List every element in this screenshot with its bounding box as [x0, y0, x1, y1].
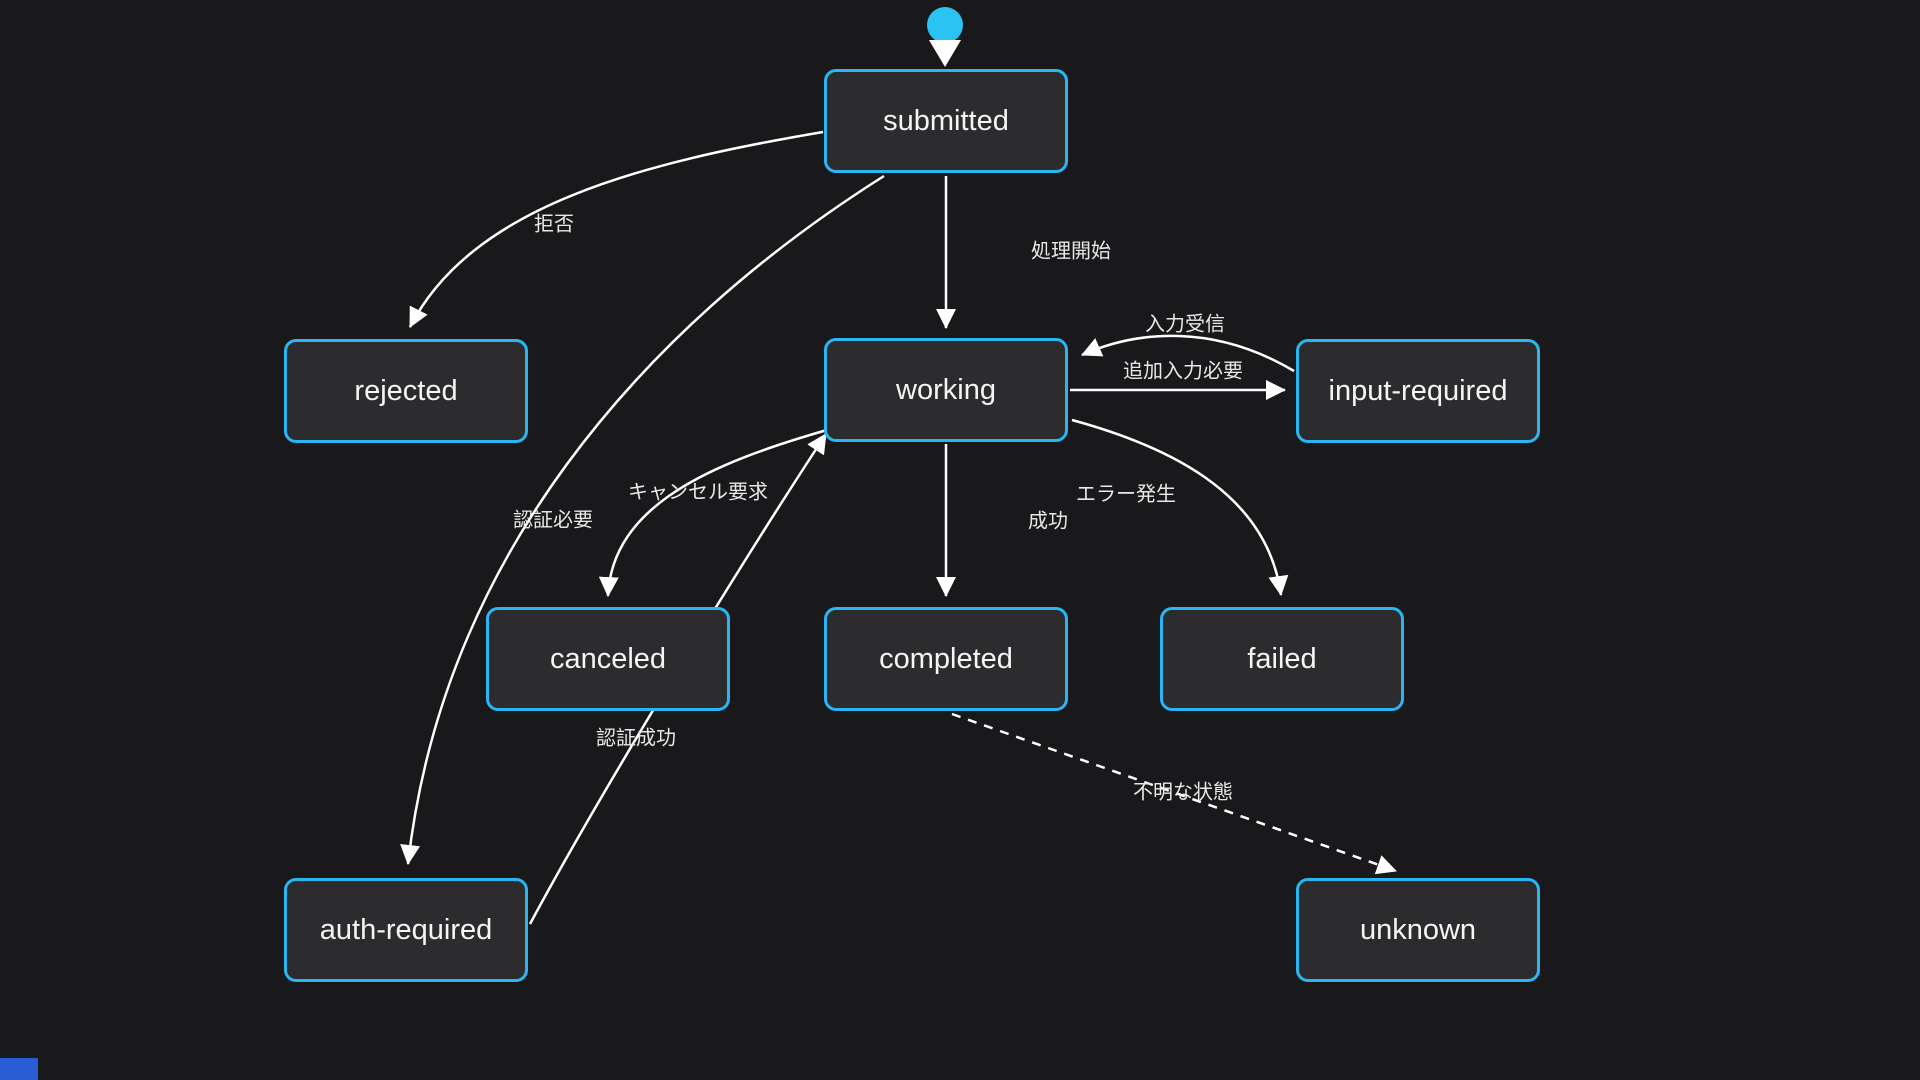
edge-submitted-rejected — [408, 130, 824, 328]
state-node-canceled: canceled — [486, 607, 730, 711]
state-label: input-required — [1328, 374, 1508, 407]
state-node-rejected: rejected — [284, 339, 528, 443]
edge-label-success: 成功 — [1028, 510, 1068, 533]
state-label: unknown — [1359, 913, 1477, 946]
state-node-failed: failed — [1160, 607, 1404, 711]
edge-working-failed — [1071, 418, 1289, 596]
state-node-working: working — [824, 338, 1068, 442]
state-node-submitted: submitted — [824, 69, 1068, 173]
edge-working-canceled — [598, 428, 828, 597]
edge-label-auth-needed: 認証必要 — [513, 509, 593, 532]
state-label: completed — [879, 642, 1013, 675]
edge-label-unknown-state: 不明な状態 — [1133, 781, 1233, 804]
state-node-auth-required: auth-required — [284, 878, 528, 982]
edge-label-cancel-request: キャンセル要求 — [628, 481, 768, 504]
edge-completed-unknown — [951, 712, 1397, 875]
state-label: submitted — [883, 104, 1009, 137]
edge-submitted-auth-required — [400, 174, 885, 865]
initial-state-marker — [927, 7, 963, 67]
state-label: auth-required — [319, 913, 493, 946]
state-label: canceled — [549, 642, 667, 675]
state-node-input-required: input-required — [1296, 339, 1540, 443]
edge-label-error-occurred: エラー発生 — [1076, 483, 1176, 506]
edge-label-reject: 拒否 — [534, 213, 574, 236]
state-node-unknown: unknown — [1296, 878, 1540, 982]
edge-input-required-working — [1081, 334, 1295, 373]
edge-label-process-start: 処理開始 — [1031, 240, 1111, 263]
edge-label-input-received: 入力受信 — [1145, 313, 1225, 336]
state-node-completed: completed — [824, 607, 1068, 711]
state-label: working — [896, 373, 996, 406]
state-label: rejected — [354, 374, 458, 407]
state-label: failed — [1247, 642, 1317, 675]
edge-label-input-needed: 追加入力必要 — [1123, 360, 1243, 383]
corner-accent — [0, 1058, 38, 1080]
edge-label-auth-success: 認証成功 — [596, 727, 676, 750]
